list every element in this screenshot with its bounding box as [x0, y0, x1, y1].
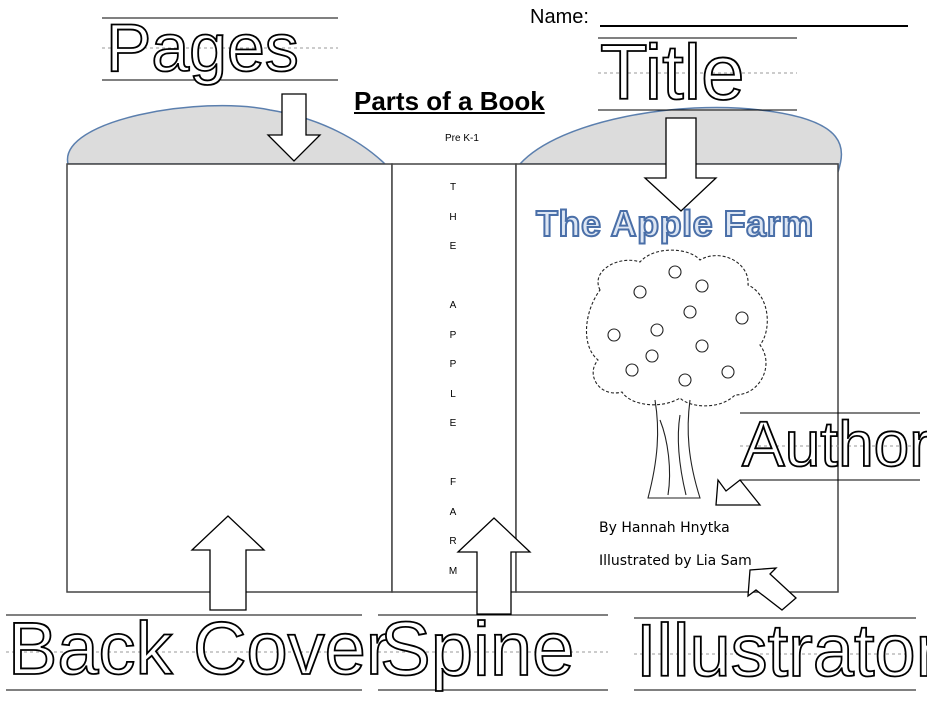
spine-letter: A — [449, 300, 457, 311]
pages-arrow-icon — [266, 93, 322, 162]
left-cloud-shape — [67, 104, 387, 165]
back-cover-arrow-icon — [190, 515, 266, 611]
apple-tree-illustration — [586, 249, 768, 499]
spine-arrow-icon — [456, 517, 532, 615]
grade-level: Pre K-1 — [445, 133, 479, 144]
arrows — [190, 93, 797, 615]
spine-letter: R — [449, 536, 457, 547]
name-write-line[interactable] — [600, 25, 908, 27]
spine-letter: P — [449, 359, 457, 370]
trace-word-title: Title — [599, 28, 745, 116]
trace-word-pages: Pages — [105, 10, 300, 86]
trace-word-illustrator: Illustrator — [635, 609, 927, 692]
cover-book-title: The Apple Farm — [535, 202, 814, 245]
cover-illustrator-line: Illustrated by Lia Sam — [599, 553, 752, 569]
cover-author-line: By Hannah Hnytka — [599, 520, 730, 536]
spine-letter: L — [450, 388, 456, 400]
spine-letter: E — [449, 241, 457, 252]
spine-letter: E — [449, 418, 457, 429]
spine-letter: T — [449, 182, 457, 193]
spine-letter: H — [449, 211, 457, 223]
spine-letter: A — [449, 506, 457, 518]
spine-letters: T H E A P P L E F A R M — [440, 182, 466, 595]
spine-letter: M — [448, 565, 458, 577]
worksheet-title: Parts of a Book — [354, 86, 545, 116]
spine-letter: P — [449, 329, 457, 341]
trace-word-author: Author — [741, 408, 927, 480]
title-arrow-icon — [643, 117, 718, 212]
trace-word-back-cover: Back Cover — [7, 607, 391, 690]
name-label: Name: — [530, 6, 589, 28]
illustrator-arrow-icon — [747, 567, 797, 611]
trace-word-spine: Spine — [379, 607, 575, 692]
spine-letter: F — [449, 477, 457, 488]
guide-lines — [6, 17, 920, 691]
author-arrow-icon — [715, 478, 762, 506]
front-cover-page — [515, 163, 839, 593]
apple-marks — [607, 265, 749, 387]
